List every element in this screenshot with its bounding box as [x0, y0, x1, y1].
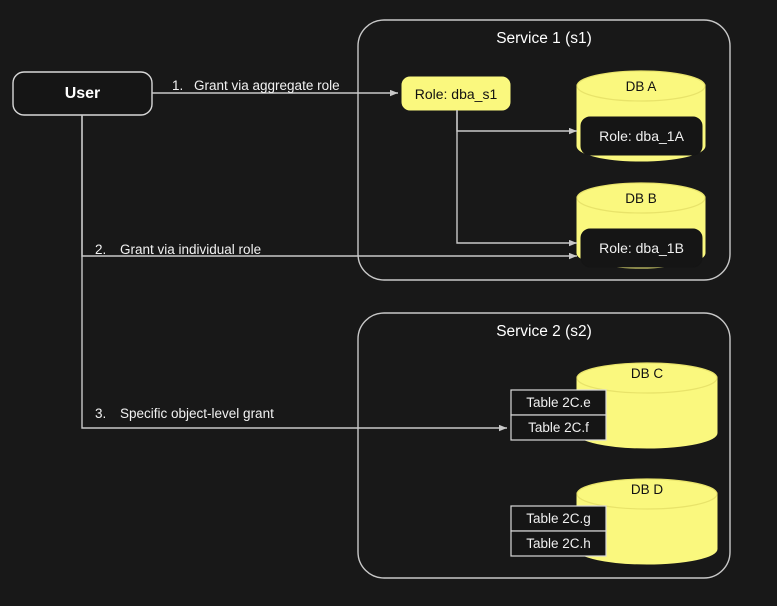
table-2cf-label: Table 2C.f: [528, 419, 589, 435]
db-c-title: DB C: [630, 366, 664, 382]
table-2ch-label: Table 2C.h: [526, 535, 591, 551]
table-2cf-box[interactable]: [510, 414, 607, 441]
role-dba-1a-label: Role: dba_1A: [599, 128, 684, 144]
edge-3-label: Specific object-level grant: [120, 406, 274, 421]
service-2-title: Service 2 (s2): [496, 323, 592, 341]
table-2cg-label: Table 2C.g: [526, 510, 591, 526]
table-2ce-label: Table 2C.e: [526, 394, 591, 410]
role-dba-1b-label: Role: dba_1B: [599, 240, 684, 256]
service-2-container: [357, 312, 731, 579]
role-dba-s1-label: Role: dba_s1: [414, 85, 498, 102]
db-b-title: DB B: [625, 191, 657, 207]
role-dba-1b-box[interactable]: [580, 228, 703, 268]
edge-2-number: 2.: [95, 242, 107, 257]
role-dba-s1-box[interactable]: [401, 76, 511, 111]
db-d-cylinder: [576, 478, 718, 565]
table-2cg-box[interactable]: [510, 505, 607, 532]
edge-s1-role-to-db-b: [456, 110, 577, 247]
role-dba-1a-box[interactable]: [580, 116, 703, 156]
table-2ch-box[interactable]: [510, 530, 607, 557]
edge-1-number: 1.: [172, 78, 184, 93]
db-d-title: DB D: [630, 482, 664, 498]
edge-2-connector: [81, 115, 577, 260]
edge-3-number: 3.: [95, 406, 107, 421]
db-a-title: DB A: [625, 79, 657, 95]
edge-1-label: Grant via aggregate role: [194, 78, 340, 93]
table-2ce-box[interactable]: [510, 389, 607, 416]
db-c-cylinder: [576, 362, 718, 449]
edge-2-label: Grant via individual role: [120, 242, 262, 257]
user-node-label: User: [64, 84, 101, 102]
edge-s1-role-to-db-a: [456, 110, 577, 135]
service-1-title: Service 1 (s1): [496, 30, 592, 48]
service-1-container: [357, 19, 731, 281]
edge-3-connector: [81, 115, 507, 432]
